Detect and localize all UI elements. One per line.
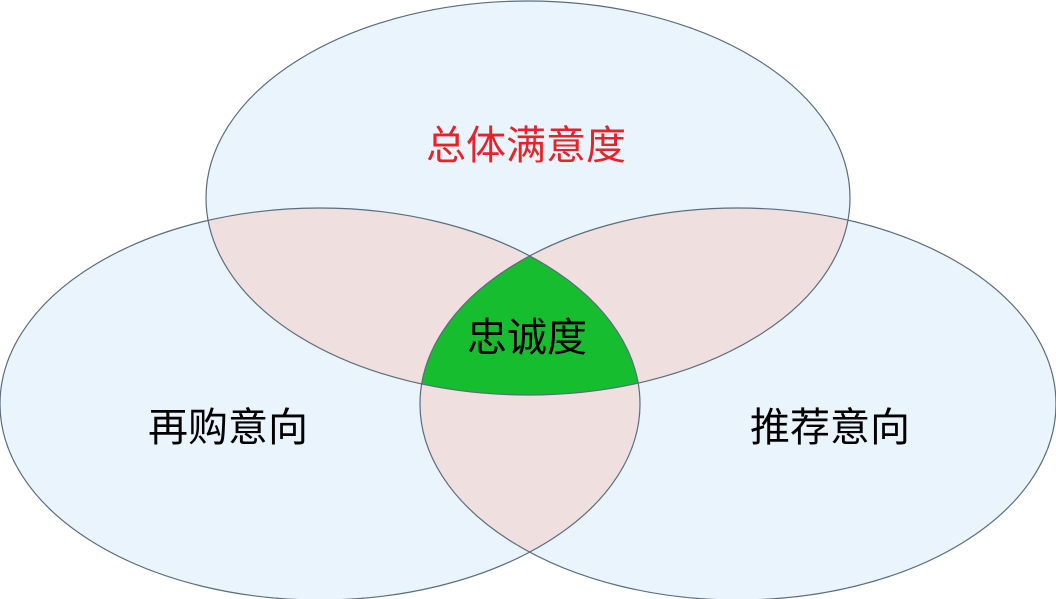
label-repurchase-intent: 再购意向 bbox=[148, 405, 308, 451]
label-overall-satisfaction: 总体满意度 bbox=[426, 123, 626, 169]
label-loyalty: 忠诚度 bbox=[467, 315, 587, 361]
triple-overlap bbox=[420, 208, 640, 395]
label-recommend-intent: 推荐意向 bbox=[750, 405, 910, 451]
